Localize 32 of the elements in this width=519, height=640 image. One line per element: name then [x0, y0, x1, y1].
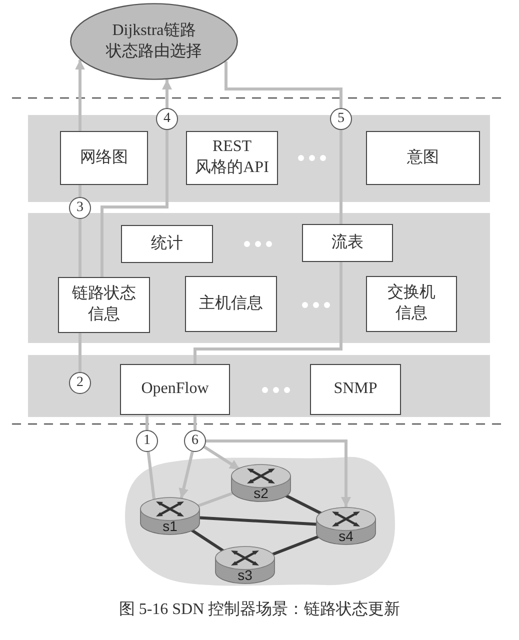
connector-line [194, 262, 342, 364]
connector-line [146, 415, 148, 430]
ellipse-node: Dijkstra链路状态路由选择 [70, 3, 238, 80]
connector-line [190, 528, 225, 553]
arrow [204, 446, 241, 471]
connector-line [284, 494, 324, 516]
component-box: 流表 [302, 224, 393, 262]
component-box: 网络图 [60, 131, 148, 185]
layer-band [28, 355, 490, 417]
component-box: 意图 [366, 131, 480, 185]
connector-line [224, 61, 342, 108]
arrow [206, 440, 351, 507]
connector-line [100, 130, 168, 277]
connector-line [270, 534, 321, 556]
arrow [178, 451, 194, 499]
arrow [162, 80, 172, 108]
arrow [75, 60, 85, 131]
network-cloud [125, 455, 395, 587]
component-box: 统计 [121, 225, 213, 263]
figure-caption: 图 5-16 SDN 控制器场景：链路状态更新 [118, 600, 400, 620]
component-box: 链路状态信息 [58, 277, 150, 333]
component-box: 主机信息 [185, 276, 277, 332]
layer-band [28, 213, 490, 343]
connector-line [195, 490, 236, 508]
component-box: OpenFlow [120, 364, 230, 415]
connector-line [200, 516, 316, 526]
component-box: REST 风格的API [186, 131, 278, 185]
component-box: SNMP [310, 364, 401, 415]
connector-line [78, 333, 82, 372]
component-box: 交换机信息 [366, 276, 457, 332]
connector-line [194, 415, 196, 430]
connector-line [146, 452, 156, 500]
